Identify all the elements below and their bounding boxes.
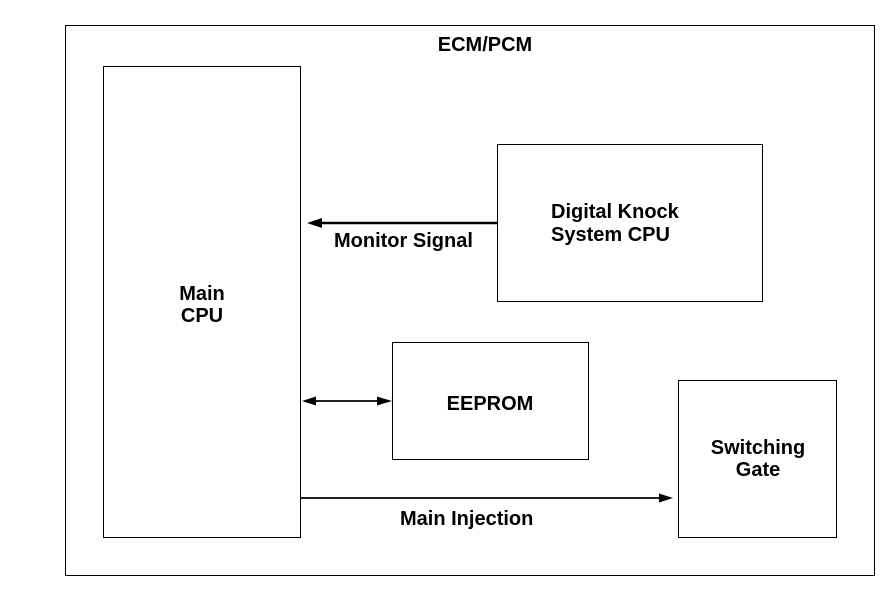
eeprom-link-arrowhead-left: [302, 396, 316, 406]
switching-gate-label-line2: Gate: [735, 459, 781, 481]
eeprom-label: EEPROM: [446, 393, 534, 415]
digital-knock-label-line1: Digital Knock: [551, 201, 679, 223]
monitor-signal-arrowhead: [307, 218, 322, 228]
monitor-signal-label: Monitor Signal: [334, 230, 473, 252]
switching-gate-label-line1: Switching: [710, 437, 806, 459]
main-cpu-label-line2: CPU: [180, 305, 224, 327]
main-injection-label: Main Injection: [400, 508, 534, 530]
digital-knock-label-line2: System CPU: [551, 224, 670, 246]
switching-gate-block: [678, 380, 837, 538]
ecm-pcm-title: ECM/PCM: [437, 34, 533, 56]
digital-knock-cpu-block: [497, 144, 763, 302]
eeprom-block: [392, 342, 589, 460]
main-cpu-label-line1: Main: [179, 283, 225, 305]
main-cpu-block: [103, 66, 301, 538]
main-injection-arrowhead: [659, 493, 673, 503]
eeprom-link-arrowhead-right: [377, 396, 392, 406]
